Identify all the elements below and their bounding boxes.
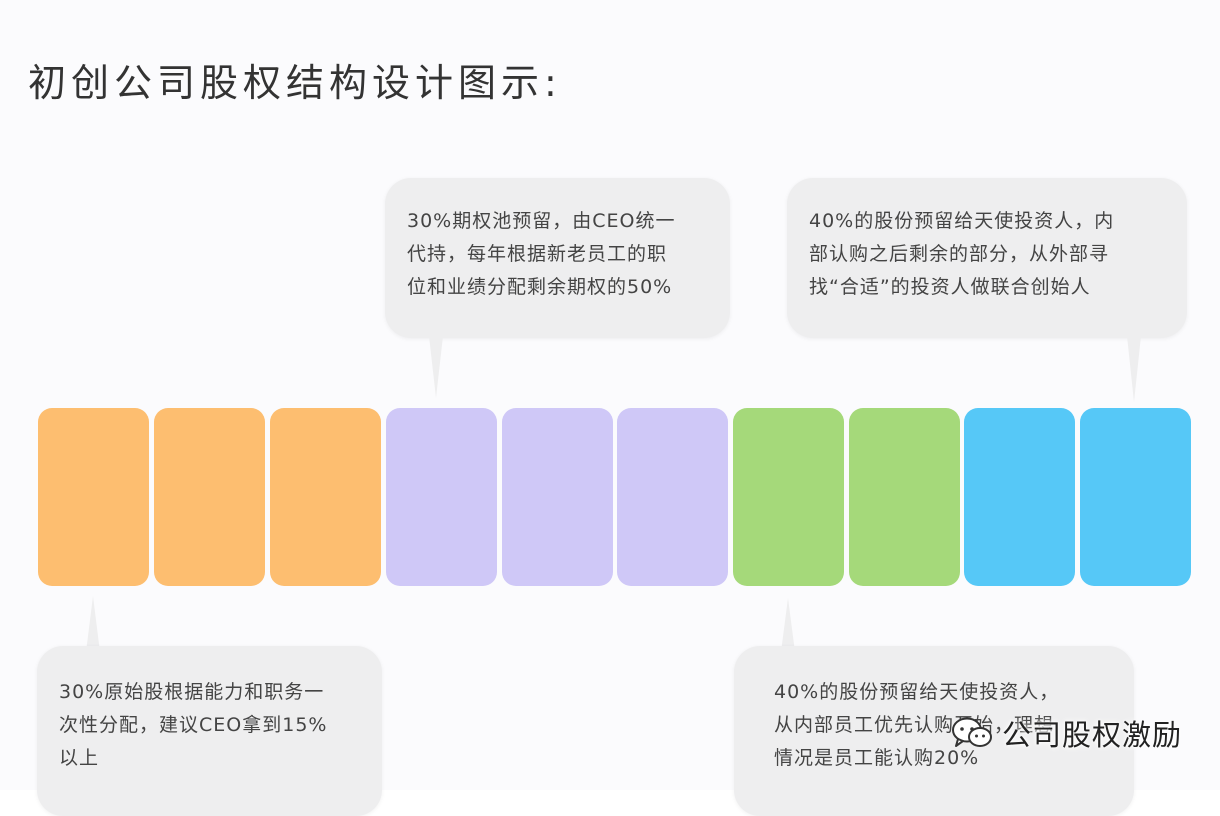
equity-block-internal-1 xyxy=(733,408,844,586)
equity-block-external-1 xyxy=(964,408,1075,586)
callout-option-pool: 30%期权池预留，由CEO统一 代持，每年根据新老员工的职 位和业绩分配剩余期权… xyxy=(385,178,730,338)
equity-block-founder-2 xyxy=(154,408,265,586)
callout-founder-shares-text: 30%原始股根据能力和职务一 次性分配，建议CEO拿到15% 以上 xyxy=(59,681,328,769)
callout-angel-external: 40%的股份预留给天使投资人，内 部认购之后剩余的部分，从外部寻 找“合适”的投… xyxy=(787,178,1187,338)
callout-angel-internal-pointer xyxy=(781,598,795,652)
equity-block-internal-2 xyxy=(849,408,960,586)
callout-angel-external-pointer xyxy=(1127,336,1141,402)
equity-block-external-2 xyxy=(1080,408,1191,586)
equity-block-founder-1 xyxy=(38,408,149,586)
equity-block-pool-3 xyxy=(617,408,728,586)
watermark: 公司股权激励 xyxy=(950,712,1182,754)
callout-angel-internal: 40%的股份预留给天使投资人， 从内部员工优先认购开始，理想 情况是员工能认购2… xyxy=(734,646,1134,816)
equity-block-founder-3 xyxy=(270,408,381,586)
callout-founder-shares: 30%原始股根据能力和职务一 次性分配，建议CEO拿到15% 以上 xyxy=(37,646,382,816)
callout-option-pool-text: 30%期权池预留，由CEO统一 代持，每年根据新老员工的职 位和业绩分配剩余期权… xyxy=(407,210,676,298)
callout-option-pool-pointer xyxy=(429,336,443,398)
equity-block-pool-1 xyxy=(386,408,497,586)
callout-founder-shares-pointer xyxy=(86,596,100,652)
watermark-text: 公司股权激励 xyxy=(1002,718,1183,752)
equity-block-pool-2 xyxy=(502,408,613,586)
wechat-icon xyxy=(952,717,992,747)
callout-angel-external-text: 40%的股份预留给天使投资人，内 部认购之后剩余的部分，从外部寻 找“合适”的投… xyxy=(809,210,1115,298)
page-title: 初创公司股权结构设计图示: xyxy=(28,61,562,105)
